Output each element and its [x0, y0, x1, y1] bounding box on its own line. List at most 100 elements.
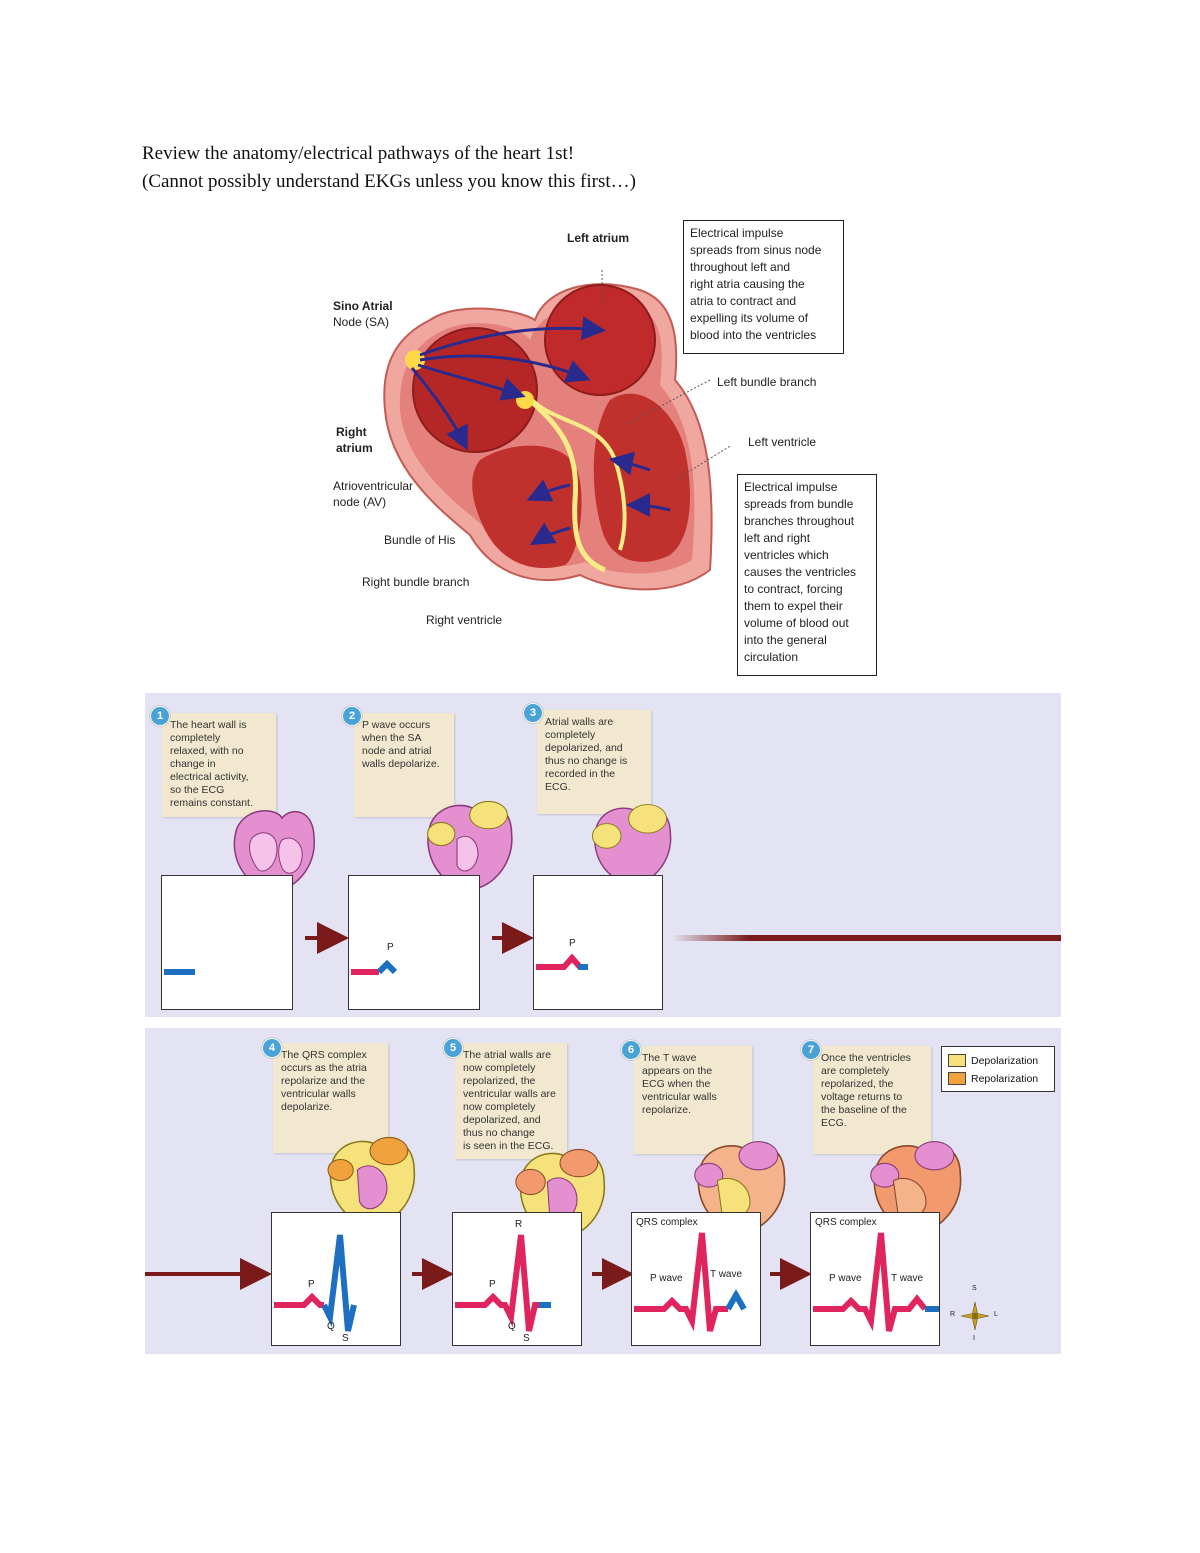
infobox-ventricular-impulse-line-3: branches throughout: [744, 514, 855, 528]
step-6-note-line-5: repolarize.: [642, 1104, 692, 1116]
step-4-note-line-1: The QRS complex: [281, 1049, 367, 1061]
step-6-label-t-wave: T wave: [710, 1269, 743, 1280]
step-7-heart-illustration: [870, 1141, 962, 1233]
step-1-note-line-7: remains constant.: [170, 797, 253, 809]
left-atrium-chamber: [544, 284, 656, 396]
step-6-ecg-box: QRS complex P wave T wave: [631, 1212, 761, 1346]
step-7-label-qrs: QRS complex: [815, 1217, 877, 1228]
step-1-note-line-3: relaxed, with no: [170, 745, 244, 757]
step-4-note-line-5: depolarize.: [281, 1101, 333, 1113]
step-5-label-s: S: [523, 1333, 530, 1344]
infobox-atrial-impulse-line-4: right atria causing the: [690, 277, 805, 291]
infobox-ventricular-impulse-line-4: left and right: [744, 531, 811, 545]
infobox-atrial-impulse-line-6: expelling its volume of: [690, 311, 809, 325]
step-3-ecg-box: P: [533, 875, 663, 1010]
step-4-note-line-4: ventricular walls: [281, 1088, 356, 1100]
step-6-note-line-2: appears on the: [642, 1065, 713, 1077]
compass-label-l: L: [994, 1311, 998, 1318]
infobox-ventricular-impulse-line-6: causes the ventricles: [744, 565, 857, 579]
step-6-ecg-trace: [634, 1232, 728, 1332]
color-legend: Depolarization Repolarization: [941, 1046, 1055, 1092]
step-6-number-badge: 6: [621, 1040, 641, 1060]
compass-label-s: S: [972, 1285, 977, 1292]
repolarization-swatch: [948, 1072, 966, 1085]
step-5-note-line-4: ventricular walls are: [463, 1088, 556, 1100]
infobox-atrial-impulse-line-1: Electrical impulse: [690, 226, 784, 240]
step-5-note-line-8: is seen in the ECG.: [463, 1140, 554, 1152]
depolarization-swatch: [948, 1054, 966, 1067]
step-7-note-line-6: ECG.: [821, 1117, 847, 1129]
step-6-note-line-3: ECG when the: [642, 1078, 711, 1090]
step-4-note-line-2: occurs as the atria: [281, 1062, 367, 1074]
step-4-label-s: S: [342, 1333, 349, 1344]
infobox-ventricular-impulse-line-1: Electrical impulse: [744, 480, 838, 494]
step-5-note-line-5: now completely: [463, 1101, 536, 1113]
label-right-atrium-line2: atrium: [336, 441, 373, 455]
step-7-note-line-5: the baseline of the: [821, 1104, 907, 1116]
step-4-number-badge: 4: [262, 1038, 282, 1058]
step-5-label-q: Q: [508, 1321, 516, 1332]
step-7-note-line-3: repolarized, the: [821, 1078, 894, 1090]
step-2-note-line-2: when the SA: [362, 732, 422, 744]
step-6-label-p-wave: P wave: [650, 1273, 683, 1284]
label-bundle-of-his: Bundle of His: [384, 533, 456, 547]
step-5-note-line-1: The atrial walls are: [463, 1049, 552, 1061]
step-3-note-line-5: recorded in the: [545, 768, 616, 780]
infobox-ventricular-impulse-line-7: to contract, forcing: [744, 582, 843, 596]
step-2-heart-illustration: [427, 800, 513, 890]
step-4-label-q: Q: [327, 1321, 335, 1332]
label-right-ventricle: Right ventricle: [426, 613, 503, 627]
step-1-note-line-2: completely: [170, 732, 221, 744]
step-2-ecg-trace: [376, 959, 398, 975]
step-6-note-line-4: ventricular walls: [642, 1091, 717, 1103]
step-2-number-badge: 2: [342, 706, 362, 726]
step-5-label-p: P: [489, 1279, 496, 1290]
label-sa-node-line1: Sino Atrial: [333, 299, 393, 313]
step-1-note-line-5: electrical activity,: [170, 771, 249, 783]
step-3-number-badge: 3: [523, 703, 543, 723]
step-7-number-badge: 7: [801, 1040, 821, 1060]
legend-depolarization-label: Depolarization: [971, 1054, 1039, 1067]
page-heading-line-2: (Cannot possibly understand EKGs unless …: [142, 171, 636, 192]
step-5-ecg-box: P R Q S: [452, 1212, 582, 1346]
step-6-label-qrs: QRS complex: [636, 1217, 698, 1228]
step-1-note-line-1: The heart wall is: [170, 719, 247, 731]
step-2-ecg-box: P: [348, 875, 480, 1010]
step-2-wave-label: P: [387, 942, 394, 953]
step-5-number-badge: 5: [443, 1038, 463, 1058]
step-1-ecg-box: [161, 875, 293, 1010]
label-left-bundle-branch: Left bundle branch: [717, 375, 817, 389]
step-1-number-badge: 1: [150, 706, 170, 726]
legend-repolarization-label: Repolarization: [971, 1072, 1039, 1085]
compass-rose-icon: S R L I: [950, 1285, 1000, 1346]
step-3-note-line-6: ECG.: [545, 781, 571, 793]
label-left-ventricle: Left ventricle: [748, 435, 817, 449]
step-1-note-line-6: so the ECG: [170, 784, 225, 796]
label-sa-node-line2: Node (SA): [333, 315, 390, 329]
label-left-atrium: Left atrium: [567, 231, 630, 245]
step-6-note-line-1: The T wave: [642, 1052, 697, 1064]
infobox-ventricular-impulse-line-9: volume of blood out: [744, 616, 849, 630]
step-1-note-line-4: change in: [170, 758, 216, 770]
step-7-label-t-wave: T wave: [891, 1273, 924, 1284]
step-4-ecg-box: P Q S: [271, 1212, 401, 1346]
step-5-note-line-6: depolarized, and: [463, 1114, 541, 1126]
infobox-atrial-impulse-line-5: atria to contract and: [690, 294, 797, 308]
step-4-note-line-3: repolarize and the: [281, 1075, 366, 1087]
left-ventricle-chamber: [593, 393, 690, 562]
step-5-note-line-7: thus no change: [463, 1127, 535, 1139]
right-atrium-chamber: [412, 327, 538, 453]
infobox-atrial-impulse-line-3: throughout left and: [690, 260, 791, 274]
label-av-node-line1: Atrioventricular: [333, 479, 414, 493]
infobox-ventricular-impulse-line-10: into the general: [744, 633, 827, 647]
infobox-ventricular-impulse-line-8: them to expel their: [744, 599, 843, 613]
step-3-heart-illustration: [592, 804, 672, 885]
